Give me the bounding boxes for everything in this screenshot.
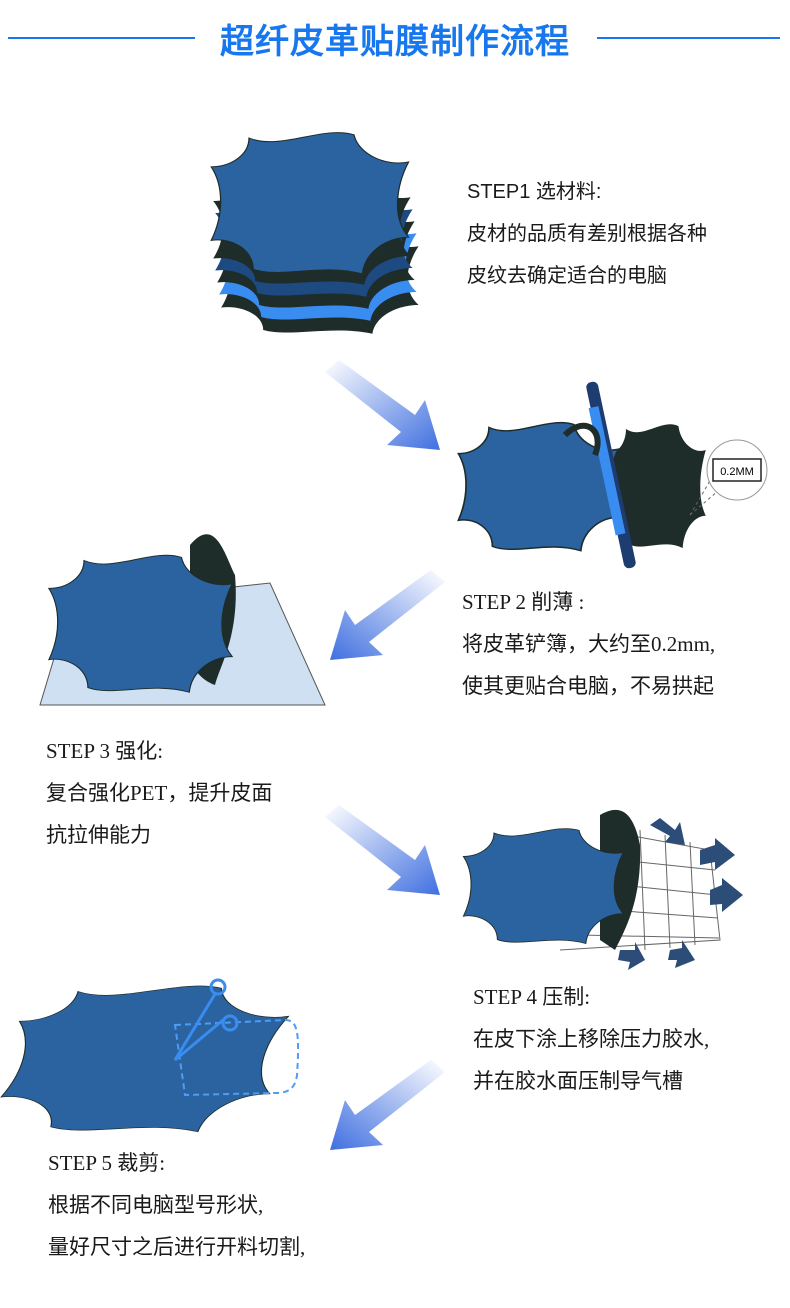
skiving-illustration: 0.2MM [457, 381, 768, 569]
thickness-callout: 0.2MM [720, 466, 754, 478]
page-title: 超纤皮革贴膜制作流程 [220, 22, 570, 62]
leather-stack-illustration [210, 131, 419, 334]
step-5-heading: STEP 5 裁剪: [48, 1151, 166, 1175]
step-3-line-1: 复合强化PET，提升皮面 [46, 781, 273, 805]
step-4-heading: STEP 4 压制: [473, 985, 591, 1009]
step-5-line-1: 根据不同电脑型号形状, [48, 1193, 264, 1217]
arrow-down-left-icon [330, 570, 445, 660]
step-1-line-2: 皮纹去确定适合的电脑 [467, 265, 667, 287]
step-1-heading: STEP1 选材料: [467, 181, 602, 203]
title-rule-left [8, 37, 195, 39]
scissors-icon [173, 978, 239, 1062]
pressing-illustration [462, 809, 743, 970]
arrow-down-left-icon [330, 1060, 445, 1150]
step-5: STEP 5 裁剪: 根据不同电脑型号形状, 量好尺寸之后进行开料切割, [48, 1142, 305, 1268]
title-rule-right [597, 37, 780, 39]
step-2-line-2: 使其更贴合电脑，不易拱起 [462, 674, 714, 698]
step-3: STEP 3 强化: 复合强化PET，提升皮面 抗拉伸能力 [46, 730, 272, 856]
step-3-heading: STEP 3 强化: [46, 739, 164, 763]
step-4-line-1: 在皮下涂上移除压力胶水, [473, 1027, 710, 1051]
step-3-line-2: 抗拉伸能力 [46, 823, 151, 847]
step-5-line-2: 量好尺寸之后进行开料切割, [48, 1235, 306, 1259]
step-1: STEP1 选材料: 皮材的品质有差别根据各种 皮纹去确定适合的电脑 [467, 171, 707, 297]
step-4-line-2: 并在胶水面压制导气槽 [473, 1069, 683, 1093]
step-2-line-1: 将皮革铲簿，大约至0.2mm, [462, 632, 716, 656]
step-1-line-1: 皮材的品质有差别根据各种 [467, 223, 707, 245]
arrow-down-right-icon [325, 805, 440, 895]
step-2-heading: STEP 2 削薄 : [462, 590, 585, 614]
arrow-down-right-icon [325, 360, 440, 450]
cutting-illustration [0, 978, 300, 1134]
step-4: STEP 4 压制: 在皮下涂上移除压力胶水, 并在胶水面压制导气槽 [473, 976, 709, 1102]
pet-reinforce-illustration [39, 534, 326, 706]
step-2: STEP 2 削薄 : 将皮革铲簿，大约至0.2mm, 使其更贴合电脑，不易拱起 [462, 581, 715, 707]
